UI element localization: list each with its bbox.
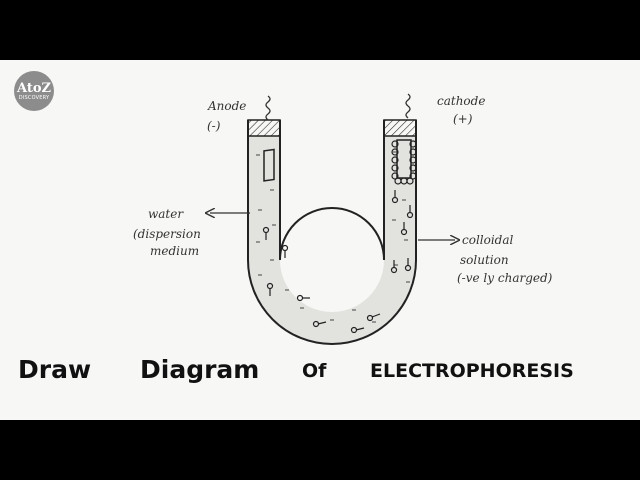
logo-main-text: AtoZ <box>16 80 52 96</box>
particle <box>391 190 399 204</box>
particle <box>350 326 365 334</box>
caption-of: Of <box>302 360 327 382</box>
video-frame: AtoZ DISCOVERY <box>0 60 640 420</box>
particle <box>406 205 414 219</box>
anode-label: Anode <box>207 99 246 113</box>
caption-electrophoresis: ELECTROPHORESIS <box>370 360 574 382</box>
u-tube-liquid <box>248 136 416 344</box>
colloid-label-line2: solution <box>460 253 509 267</box>
anode-electrode <box>263 148 275 182</box>
water-label-line1: water <box>148 207 184 221</box>
caption-diagram: Diagram <box>140 355 260 384</box>
particle <box>404 258 412 272</box>
electrophoresis-diagram: Anode (-) cathode (+) water (dispersion … <box>133 93 553 345</box>
anode-wire <box>265 95 271 121</box>
colloid-label-line3: (-ve ly charged) <box>457 271 553 285</box>
left-stopper <box>247 119 281 137</box>
particle <box>390 260 398 274</box>
atoz-discovery-logo: AtoZ DISCOVERY <box>14 71 54 111</box>
anode-sign: (-) <box>207 119 221 133</box>
water-label-line3: medium <box>150 244 199 258</box>
colloid-label-line1: colloidal <box>462 233 514 247</box>
liquid-dashes <box>256 151 410 323</box>
particle <box>366 313 381 322</box>
u-tube-outer-wall <box>247 120 417 345</box>
cathode-electrode <box>391 139 417 185</box>
particle <box>266 282 274 296</box>
cathode-wire <box>405 93 411 119</box>
u-tube-inner-wall <box>279 120 385 261</box>
particle <box>281 244 289 258</box>
cathode-sign: (+) <box>453 112 473 126</box>
logo-sub-text: DISCOVERY <box>18 94 50 101</box>
particle <box>262 226 270 240</box>
right-stopper <box>383 119 417 137</box>
colloid-particles <box>262 190 414 334</box>
water-label-line2: (dispersion <box>133 227 201 241</box>
particle <box>400 222 408 236</box>
particle <box>296 294 310 302</box>
caption-draw: Draw <box>18 355 92 384</box>
particle <box>312 320 327 328</box>
cathode-label: cathode <box>437 94 485 108</box>
